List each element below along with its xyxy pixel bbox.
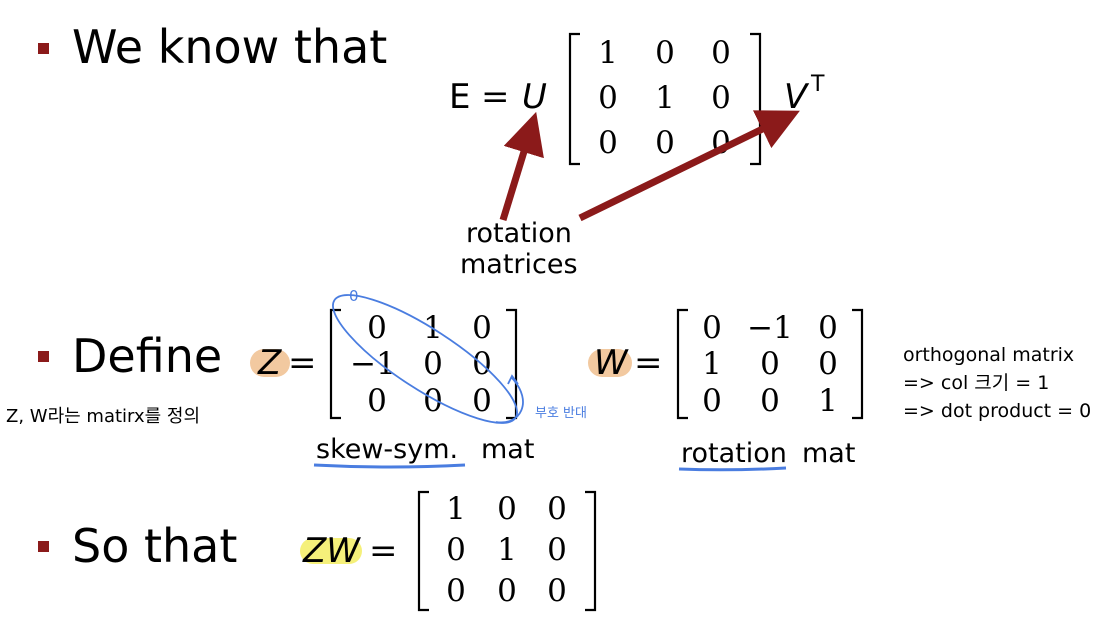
w-matrix-cell: −1 <box>747 310 793 346</box>
define-w: W <box>594 343 628 383</box>
svd-transpose-sup: T <box>811 72 825 97</box>
z-matrix-cell: 0 <box>423 346 443 382</box>
zw-matrix-cell: 1 <box>446 491 466 527</box>
define-z: Z <box>258 343 282 383</box>
svd-left-bracket <box>568 32 580 166</box>
bullet-we-know-that: We know that <box>72 20 388 74</box>
svd-matrix-cell: 0 <box>711 80 731 116</box>
bullet-marker <box>38 541 49 552</box>
z-matrix-cell: 0 <box>472 383 492 419</box>
zw-matrix-cell: 0 <box>497 573 517 609</box>
rotation-underline <box>678 466 787 472</box>
arrow-to-v <box>578 110 800 222</box>
svd-matrix-cell: 0 <box>598 125 618 161</box>
z-right-bracket <box>506 308 518 420</box>
orthogonal-note-1: orthogonal matrix <box>903 344 1075 366</box>
define-w-equals: = <box>634 343 663 383</box>
z-left-bracket <box>329 308 341 420</box>
z-matrix-cell: 0 <box>367 310 387 346</box>
w-matrix-cell: 0 <box>702 383 722 419</box>
zw-matrix-cell: 0 <box>497 491 517 527</box>
korean-define-note: Z, W라는 matirx를 정의 <box>6 406 201 427</box>
w-right-bracket <box>852 308 864 420</box>
zw-matrix-cell: 1 <box>497 532 517 568</box>
w-matrix-cell: 0 <box>760 346 780 382</box>
w-matrix-cell: 0 <box>818 346 838 382</box>
bullet-so-that: So that <box>72 519 238 573</box>
zw-highlight <box>300 538 362 564</box>
svd-matrix-cell: 1 <box>655 80 675 116</box>
sign-flip-note: 부호 반대 <box>535 406 587 421</box>
z-label-mat: mat <box>481 434 535 465</box>
bullet-marker <box>38 351 49 362</box>
so-that-zw: ZW <box>303 531 360 571</box>
orthogonal-note-3: => dot product = 0 <box>903 400 1092 422</box>
z-matrix-cell: 0 <box>472 310 492 346</box>
svd-matrix-cell: 0 <box>655 35 675 71</box>
w-label-mat: mat <box>802 438 856 469</box>
zw-matrix-cell: 0 <box>547 491 567 527</box>
svd-matrix-cell: 0 <box>655 125 675 161</box>
svd-matrix-cell: 0 <box>598 80 618 116</box>
diagonal-circle <box>332 294 518 424</box>
zw-matrix-cell: 0 <box>446 573 466 609</box>
define-z-equals: = <box>288 343 317 383</box>
svd-v: V <box>784 77 808 117</box>
zw-right-bracket <box>585 490 597 612</box>
svd-matrix-cell: 0 <box>711 35 731 71</box>
zw-matrix-cell: 0 <box>547 573 567 609</box>
arrow-to-u <box>499 111 544 222</box>
w-matrix-cell: 0 <box>760 383 780 419</box>
w-matrix-cell: 0 <box>818 310 838 346</box>
z-highlight <box>250 349 290 377</box>
svd-matrix-cell: 1 <box>598 35 618 71</box>
zw-left-bracket <box>417 490 429 612</box>
z-label-skew-sym: skew-sym. <box>316 434 459 465</box>
w-matrix-cell: 1 <box>702 346 722 382</box>
bullet-define: Define <box>72 329 223 383</box>
z-matrix-cell: 0 <box>367 383 387 419</box>
zw-matrix-cell: 0 <box>446 532 466 568</box>
sign-flip-curve <box>495 377 524 424</box>
annotation-rotation: rotation <box>466 218 572 249</box>
z-matrix-cell: 0 <box>423 383 443 419</box>
w-matrix-cell: 0 <box>702 310 722 346</box>
w-highlight <box>588 349 632 377</box>
sign-flip-arrowhead <box>507 374 519 385</box>
svd-equals: = <box>481 77 510 117</box>
svd-right-bracket <box>750 32 762 166</box>
w-matrix-cell: 1 <box>818 383 838 419</box>
bullet-marker <box>38 43 49 54</box>
so-that-equals: = <box>369 531 398 571</box>
svd-lhs-e: E <box>449 77 471 117</box>
z-matrix-cell: −1 <box>350 346 396 382</box>
w-label-rotation: rotation <box>681 438 787 469</box>
zw-matrix-cell: 0 <box>547 532 567 568</box>
svd-u: U <box>522 77 547 117</box>
annotation-matrices: matrices <box>460 249 578 280</box>
orthogonal-note-2: => col 크기 = 1 <box>903 372 1050 394</box>
skew-sym-underline <box>313 463 466 469</box>
w-left-bracket <box>676 308 688 420</box>
